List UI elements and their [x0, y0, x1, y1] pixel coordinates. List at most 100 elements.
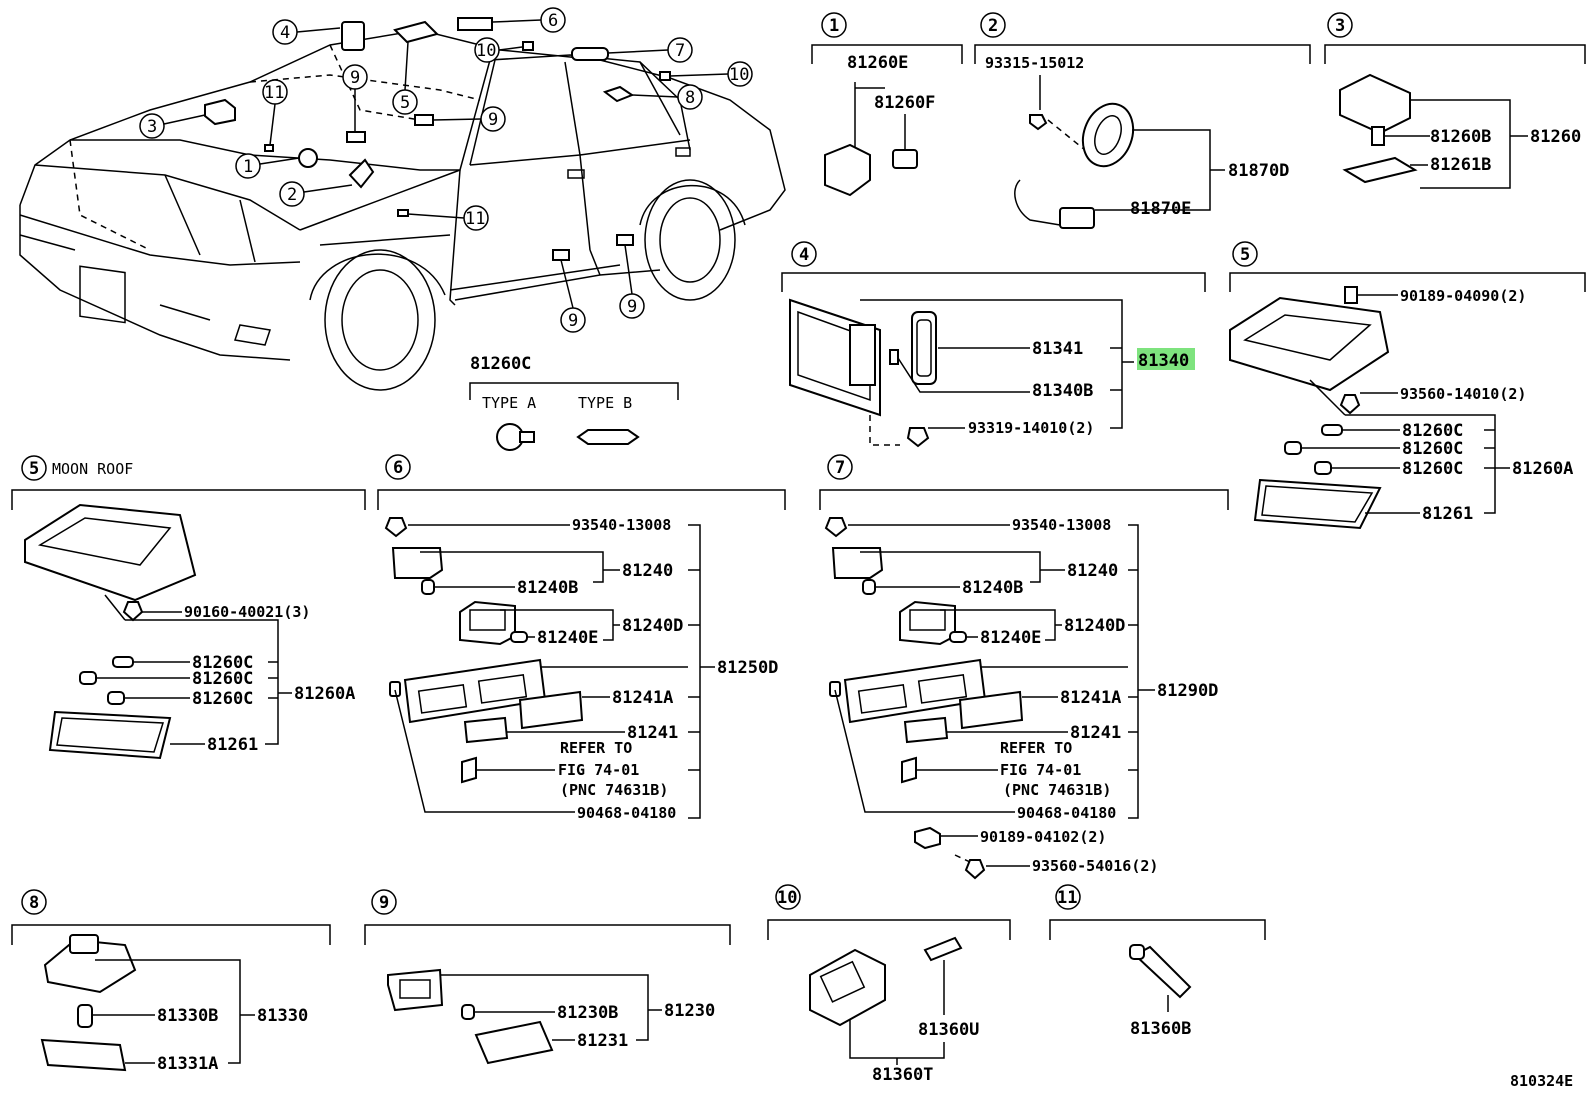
svg-text:90189-04102(2): 90189-04102(2) — [980, 828, 1106, 846]
svg-text:81250D: 81250D — [717, 658, 778, 678]
svg-text:81240E: 81240E — [537, 628, 598, 648]
svg-text:81241: 81241 — [1070, 723, 1121, 743]
svg-text:5: 5 — [400, 93, 410, 113]
svg-text:5: 5 — [29, 459, 39, 479]
car-callout-10b: 10 — [669, 61, 753, 87]
svg-text:7: 7 — [835, 458, 845, 478]
svg-text:81330: 81330 — [257, 1006, 308, 1026]
svg-text:REFER TO: REFER TO — [560, 739, 632, 757]
section-3: 3 81260B 81260 81261B — [1324, 12, 1586, 189]
svg-text:81241A: 81241A — [1060, 688, 1121, 708]
svg-text:TYPE A: TYPE A — [482, 394, 536, 412]
svg-text:81260B: 81260B — [1430, 127, 1491, 147]
car-callout-6: 6 — [492, 7, 566, 33]
svg-text:81260C: 81260C — [1402, 439, 1463, 459]
car-callout-11a: 11 — [262, 79, 288, 146]
svg-text:81260C: 81260C — [192, 689, 253, 709]
car-callout-1: 1 — [235, 153, 300, 179]
svg-text:81360B: 81360B — [1130, 1019, 1191, 1039]
svg-text:81240: 81240 — [1067, 561, 1118, 581]
svg-text:81231: 81231 — [577, 1031, 628, 1051]
svg-text:81330B: 81330B — [157, 1006, 218, 1026]
svg-text:REFER TO: REFER TO — [1000, 739, 1072, 757]
svg-text:81241: 81241 — [627, 723, 678, 743]
highlighted-part-number: 81340 — [1138, 351, 1189, 371]
svg-text:81290D: 81290D — [1157, 681, 1218, 701]
car-callout-9d: 9 — [619, 244, 645, 319]
svg-text:93315-15012: 93315-15012 — [985, 54, 1084, 72]
car-callout-8: 8 — [631, 84, 703, 110]
svg-text:93560-14010(2): 93560-14010(2) — [1400, 385, 1526, 403]
svg-text:6: 6 — [548, 11, 558, 31]
svg-text:TYPE B: TYPE B — [578, 394, 632, 412]
svg-text:81240: 81240 — [622, 561, 673, 581]
svg-text:11: 11 — [465, 209, 485, 229]
car-callout-7: 7 — [607, 37, 693, 63]
svg-text:11: 11 — [264, 83, 284, 103]
svg-text:MOON ROOF: MOON ROOF — [52, 460, 133, 478]
svg-text:81260A: 81260A — [294, 684, 355, 704]
svg-text:81230B: 81230B — [557, 1003, 618, 1023]
car-callout-11b: 11 — [407, 205, 489, 231]
svg-text:81261: 81261 — [1422, 504, 1473, 524]
svg-text:8: 8 — [29, 893, 39, 913]
svg-text:1: 1 — [829, 16, 839, 36]
figure-code: 810324E — [1510, 1072, 1573, 1090]
svg-text:4: 4 — [280, 23, 290, 43]
section-2: 2 93315-15012 81870D 81870E — [974, 12, 1311, 229]
car-callout-3: 3 — [139, 113, 206, 139]
car-callout-4: 4 — [272, 19, 341, 45]
svg-text:3: 3 — [1335, 16, 1345, 36]
car-callout-9b: 9 — [432, 106, 506, 132]
svg-text:81240D: 81240D — [622, 616, 683, 636]
svg-text:81260C: 81260C — [192, 653, 253, 673]
car-callout-10a: 10 — [474, 37, 523, 63]
svg-text:81261B: 81261B — [1430, 155, 1491, 175]
svg-text:81260A: 81260A — [1512, 459, 1573, 479]
svg-text:93540-13008: 93540-13008 — [572, 516, 671, 534]
svg-text:9: 9 — [627, 297, 637, 317]
section-1: 1 81260E 81260F — [811, 12, 963, 197]
svg-text:81260E: 81260E — [847, 53, 908, 73]
svg-text:81341: 81341 — [1032, 339, 1083, 359]
highlighted-part-marker — [1137, 348, 1195, 370]
svg-text:9: 9 — [488, 110, 498, 130]
svg-text:3: 3 — [147, 117, 157, 137]
svg-text:81260C: 81260C — [1402, 421, 1463, 441]
svg-text:81870E: 81870E — [1130, 199, 1191, 219]
svg-text:81360T: 81360T — [872, 1065, 933, 1085]
svg-text:90160-40021(3): 90160-40021(3) — [184, 603, 310, 621]
section-5-moon-roof: 5 MOON ROOF 90160-40021(3) 81260C 81260C… — [11, 455, 366, 760]
svg-text:FIG 74-01: FIG 74-01 — [1000, 761, 1081, 779]
svg-text:81230: 81230 — [664, 1001, 715, 1021]
svg-text:7: 7 — [675, 41, 685, 61]
svg-text:93319-14010(2): 93319-14010(2) — [968, 419, 1094, 437]
bulb-type-a-base — [519, 431, 535, 443]
svg-text:81240B: 81240B — [517, 578, 578, 598]
svg-text:2: 2 — [287, 185, 297, 205]
svg-text:81331A: 81331A — [157, 1054, 218, 1074]
svg-text:10: 10 — [777, 888, 797, 908]
svg-text:9: 9 — [568, 311, 578, 331]
svg-text:6: 6 — [393, 458, 403, 478]
svg-text:81870D: 81870D — [1228, 161, 1289, 181]
svg-text:5: 5 — [1240, 245, 1250, 265]
bulb-type-legend: 81260C TYPE A TYPE B — [469, 354, 679, 451]
bulb-type-b-icon — [576, 429, 640, 445]
svg-text:81240E: 81240E — [980, 628, 1041, 648]
car-callout-9a: 9 — [342, 64, 368, 132]
section-4: 4 81341 81340B 81340 93319-14010(2) — [781, 241, 1206, 448]
car-callout-9c: 9 — [560, 259, 586, 333]
svg-text:81260F: 81260F — [874, 93, 935, 113]
svg-text:81260C: 81260C — [470, 354, 531, 374]
svg-text:81240D: 81240D — [1064, 616, 1125, 636]
svg-text:8: 8 — [685, 88, 695, 108]
svg-text:1: 1 — [243, 157, 253, 177]
section-11: 11 81360B — [1049, 884, 1266, 1039]
section-8: 8 81330B 81330 81331A — [11, 889, 331, 1074]
svg-text:81260C: 81260C — [1402, 459, 1463, 479]
svg-text:(PNC 74631B): (PNC 74631B) — [560, 781, 668, 799]
svg-text:81340B: 81340B — [1032, 381, 1093, 401]
car-callout-2: 2 — [279, 181, 353, 207]
